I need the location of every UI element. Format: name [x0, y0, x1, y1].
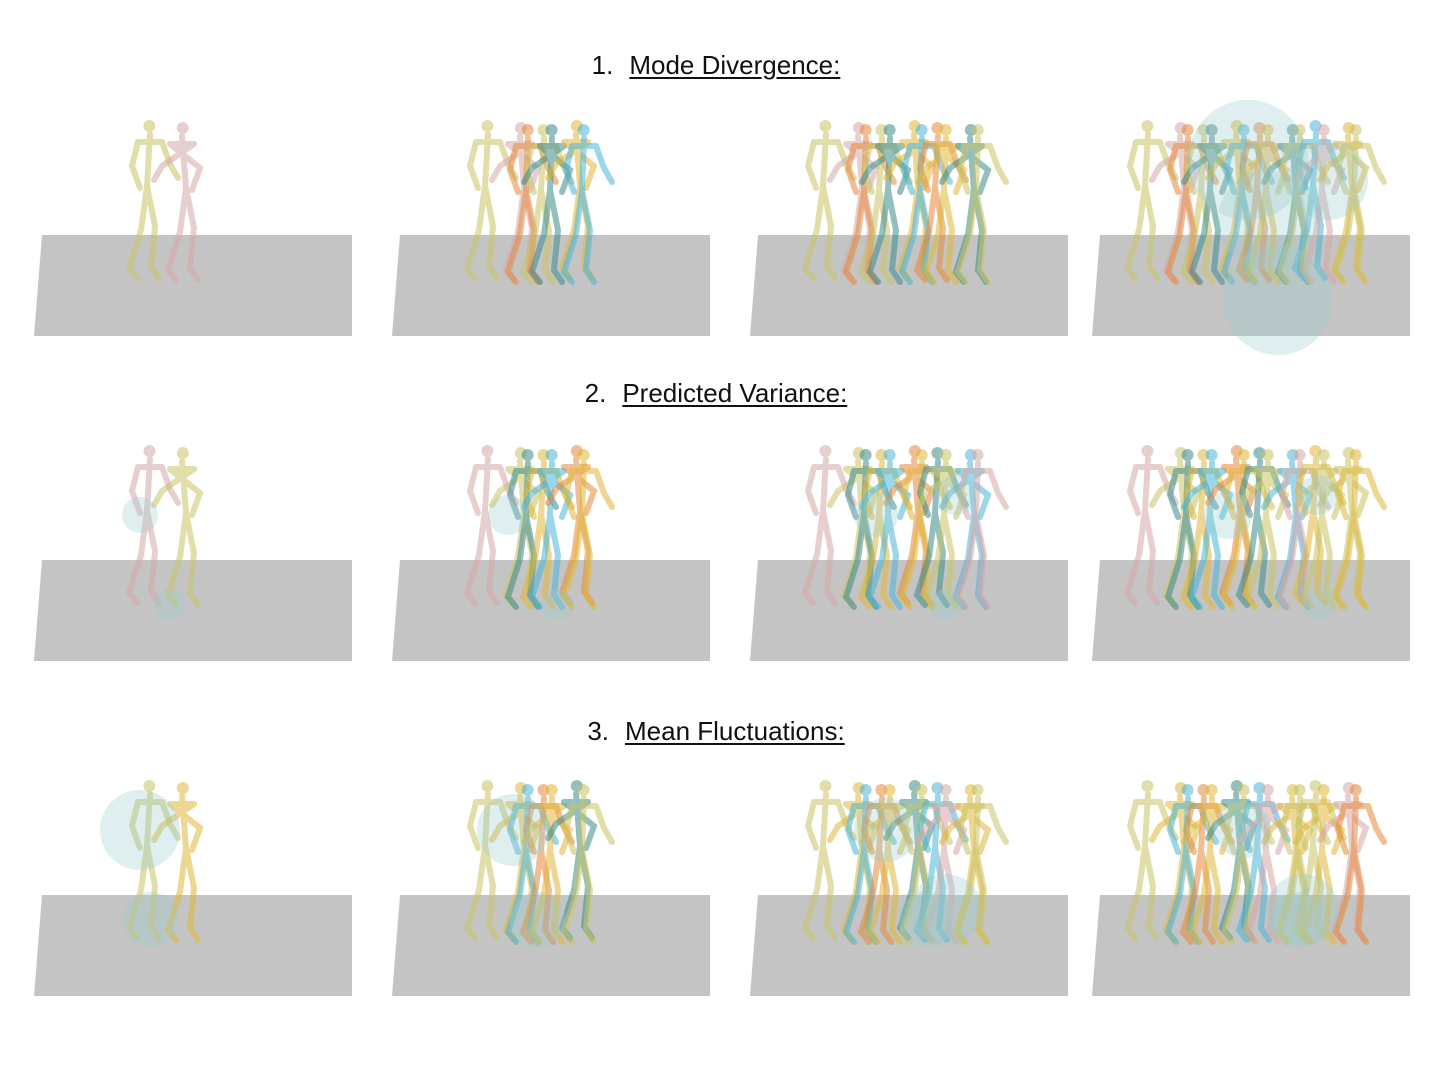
skeleton-figure [1332, 784, 1387, 945]
skeleton-figure [1181, 449, 1234, 610]
skeleton-figure [954, 784, 1009, 945]
skeleton-figure [1181, 784, 1234, 945]
section-heading-predicted-variance: 2. Predicted Variance: [0, 378, 1432, 409]
uncertainty-blob [1223, 245, 1333, 355]
ground-plane [34, 895, 352, 996]
section-number: 1. [591, 50, 614, 80]
skeleton-figure [125, 780, 181, 941]
section-heading-mean-fluctuations: 3. Mean Fluctuations: [0, 716, 1432, 747]
skeleton-figure [954, 124, 1009, 285]
motion-frame [1088, 760, 1432, 1030]
skeleton-figure [1237, 784, 1290, 945]
uncertainty-blob [910, 874, 982, 946]
skeleton-figure [1332, 124, 1387, 285]
skeleton-figure [521, 124, 574, 285]
skeleton-figure [1237, 124, 1290, 285]
skeleton-figure [859, 449, 912, 610]
uncertainty-blob [1270, 892, 1326, 948]
motion-frame [746, 425, 1106, 695]
uncertainty-blob [1267, 874, 1339, 946]
skeleton-figure [125, 120, 181, 281]
motion-frame [30, 760, 390, 1030]
uncertainty-blob [1188, 100, 1308, 220]
uncertainty-blob [1218, 170, 1318, 270]
uncertainty-blob [1204, 491, 1252, 539]
section-heading-mode-divergence: 1. Mode Divergence: [0, 50, 1432, 81]
skeleton-figure [521, 449, 574, 610]
skeleton-figure [151, 782, 204, 943]
motion-frame [30, 425, 390, 695]
uncertainty-blob [122, 892, 178, 948]
uncertainty-blob [100, 790, 180, 870]
ground-plane [392, 235, 710, 336]
uncertainty-blob [854, 493, 898, 537]
skeleton-figure [1237, 449, 1290, 610]
uncertainty-blob [542, 589, 574, 621]
skeleton-figure [915, 784, 968, 945]
uncertainty-blob [1215, 802, 1271, 858]
skeleton-figure [560, 784, 615, 945]
ground-plane [34, 560, 352, 661]
skeleton-figure [560, 124, 615, 285]
uncertainty-blob [930, 589, 962, 621]
uncertainty-blob [1288, 140, 1368, 220]
skeleton-figure [151, 447, 204, 608]
skeleton-figure [801, 780, 857, 941]
skeleton-figure [859, 124, 912, 285]
section-number: 2. [584, 378, 607, 408]
skeleton-figure [151, 122, 204, 283]
uncertainty-blob [122, 497, 158, 533]
motion-frame [746, 760, 1106, 1030]
skeleton-figure [915, 449, 968, 610]
motion-frame [30, 100, 390, 370]
section-title: Mode Divergence: [629, 50, 841, 80]
uncertainty-blob [510, 892, 566, 948]
motion-frame [1088, 425, 1432, 695]
skeleton-figure [1293, 784, 1346, 945]
skeleton-figure [1293, 449, 1346, 610]
skeleton-figure [1293, 124, 1346, 285]
motion-frame [388, 760, 748, 1030]
skeleton-figure [560, 449, 615, 610]
skeleton-figure [521, 784, 574, 945]
skeleton-figure [1332, 449, 1387, 610]
skeleton-figure [859, 784, 912, 945]
uncertainty-blob [936, 475, 976, 515]
skeleton-figure [1181, 124, 1234, 285]
section-title: Mean Fluctuations: [625, 716, 845, 746]
uncertainty-blob [854, 798, 918, 862]
uncertainty-blob [1298, 475, 1338, 515]
ground-plane [34, 235, 352, 336]
motion-frame [1088, 100, 1432, 370]
uncertainty-blob [477, 794, 549, 866]
motion-frame [388, 425, 748, 695]
motion-frame [388, 100, 748, 370]
uncertainty-blob [1302, 589, 1334, 621]
uncertainty-blob [154, 589, 186, 621]
uncertainty-blob [488, 495, 528, 535]
skeleton-figure [954, 449, 1009, 610]
motion-frame [746, 100, 1106, 370]
uncertainty-blob [898, 892, 954, 948]
section-title: Predicted Variance: [622, 378, 848, 408]
section-number: 3. [587, 716, 609, 746]
